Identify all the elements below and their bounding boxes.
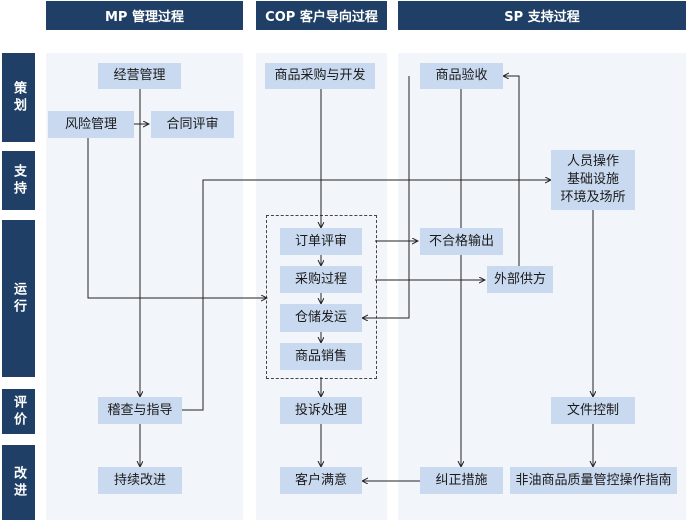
stage-support-label: 支持: [11, 163, 26, 198]
box-contract-review: 合同评审: [151, 111, 234, 138]
header-sp-process: SP 支持过程: [398, 1, 686, 30]
box-corrective-action: 纠正措施: [420, 467, 503, 494]
stage-evaluate: 评价: [2, 389, 35, 434]
box-warehouse-shipping: 仓储发运: [280, 304, 362, 332]
stage-operate-label: 运行: [11, 281, 26, 316]
box-external-supplier: 外部供方: [487, 266, 553, 293]
resources-infrastructure: 基础设施: [566, 172, 619, 187]
box-order-review: 订单评审: [280, 228, 362, 255]
arrow-risk-to-operations: [87, 138, 267, 298]
box-document-control: 文件控制: [551, 397, 635, 424]
box-product-sales: 商品销售: [280, 343, 362, 370]
arrow-inspection-to-warehouse: [362, 76, 410, 318]
stage-support: 支持: [2, 151, 35, 210]
box-complaint-handling: 投诉处理: [280, 397, 362, 424]
box-procurement-development: 商品采购与开发: [265, 63, 375, 89]
stage-improve-label: 改进: [11, 465, 26, 500]
box-customer-satisfaction: 客户满意: [280, 467, 362, 494]
box-resources: 人员操作 基础设施 环境及场所: [551, 150, 635, 210]
box-nonoil-quality-guide: 非油商品质量管控操作指南: [510, 467, 677, 494]
header-cop-process: COP 客户导向过程: [256, 1, 387, 30]
box-audit-guidance: 稽查与指导: [98, 397, 182, 424]
box-purchasing-process: 采购过程: [280, 266, 362, 293]
box-goods-inspection: 商品验收: [420, 63, 503, 89]
stage-operate: 运行: [2, 220, 35, 377]
box-risk-management: 风险管理: [48, 111, 134, 138]
box-nonconforming-output: 不合格输出: [420, 228, 503, 255]
stage-improve: 改进: [2, 445, 35, 520]
stage-plan: 策划: [2, 53, 35, 142]
header-mp-process: MP 管理过程: [46, 1, 243, 30]
stage-evaluate-label: 评价: [11, 394, 26, 429]
stage-plan-label: 策划: [11, 80, 26, 115]
arrow-audit-to-resources: [182, 180, 551, 411]
box-continuous-improvement: 持续改进: [98, 467, 182, 494]
box-business-management: 经营管理: [98, 63, 181, 89]
resources-personnel: 人员操作: [566, 154, 619, 169]
resources-environment: 环境及场所: [560, 190, 626, 205]
arrow-supplier-to-inspection: [503, 76, 520, 266]
